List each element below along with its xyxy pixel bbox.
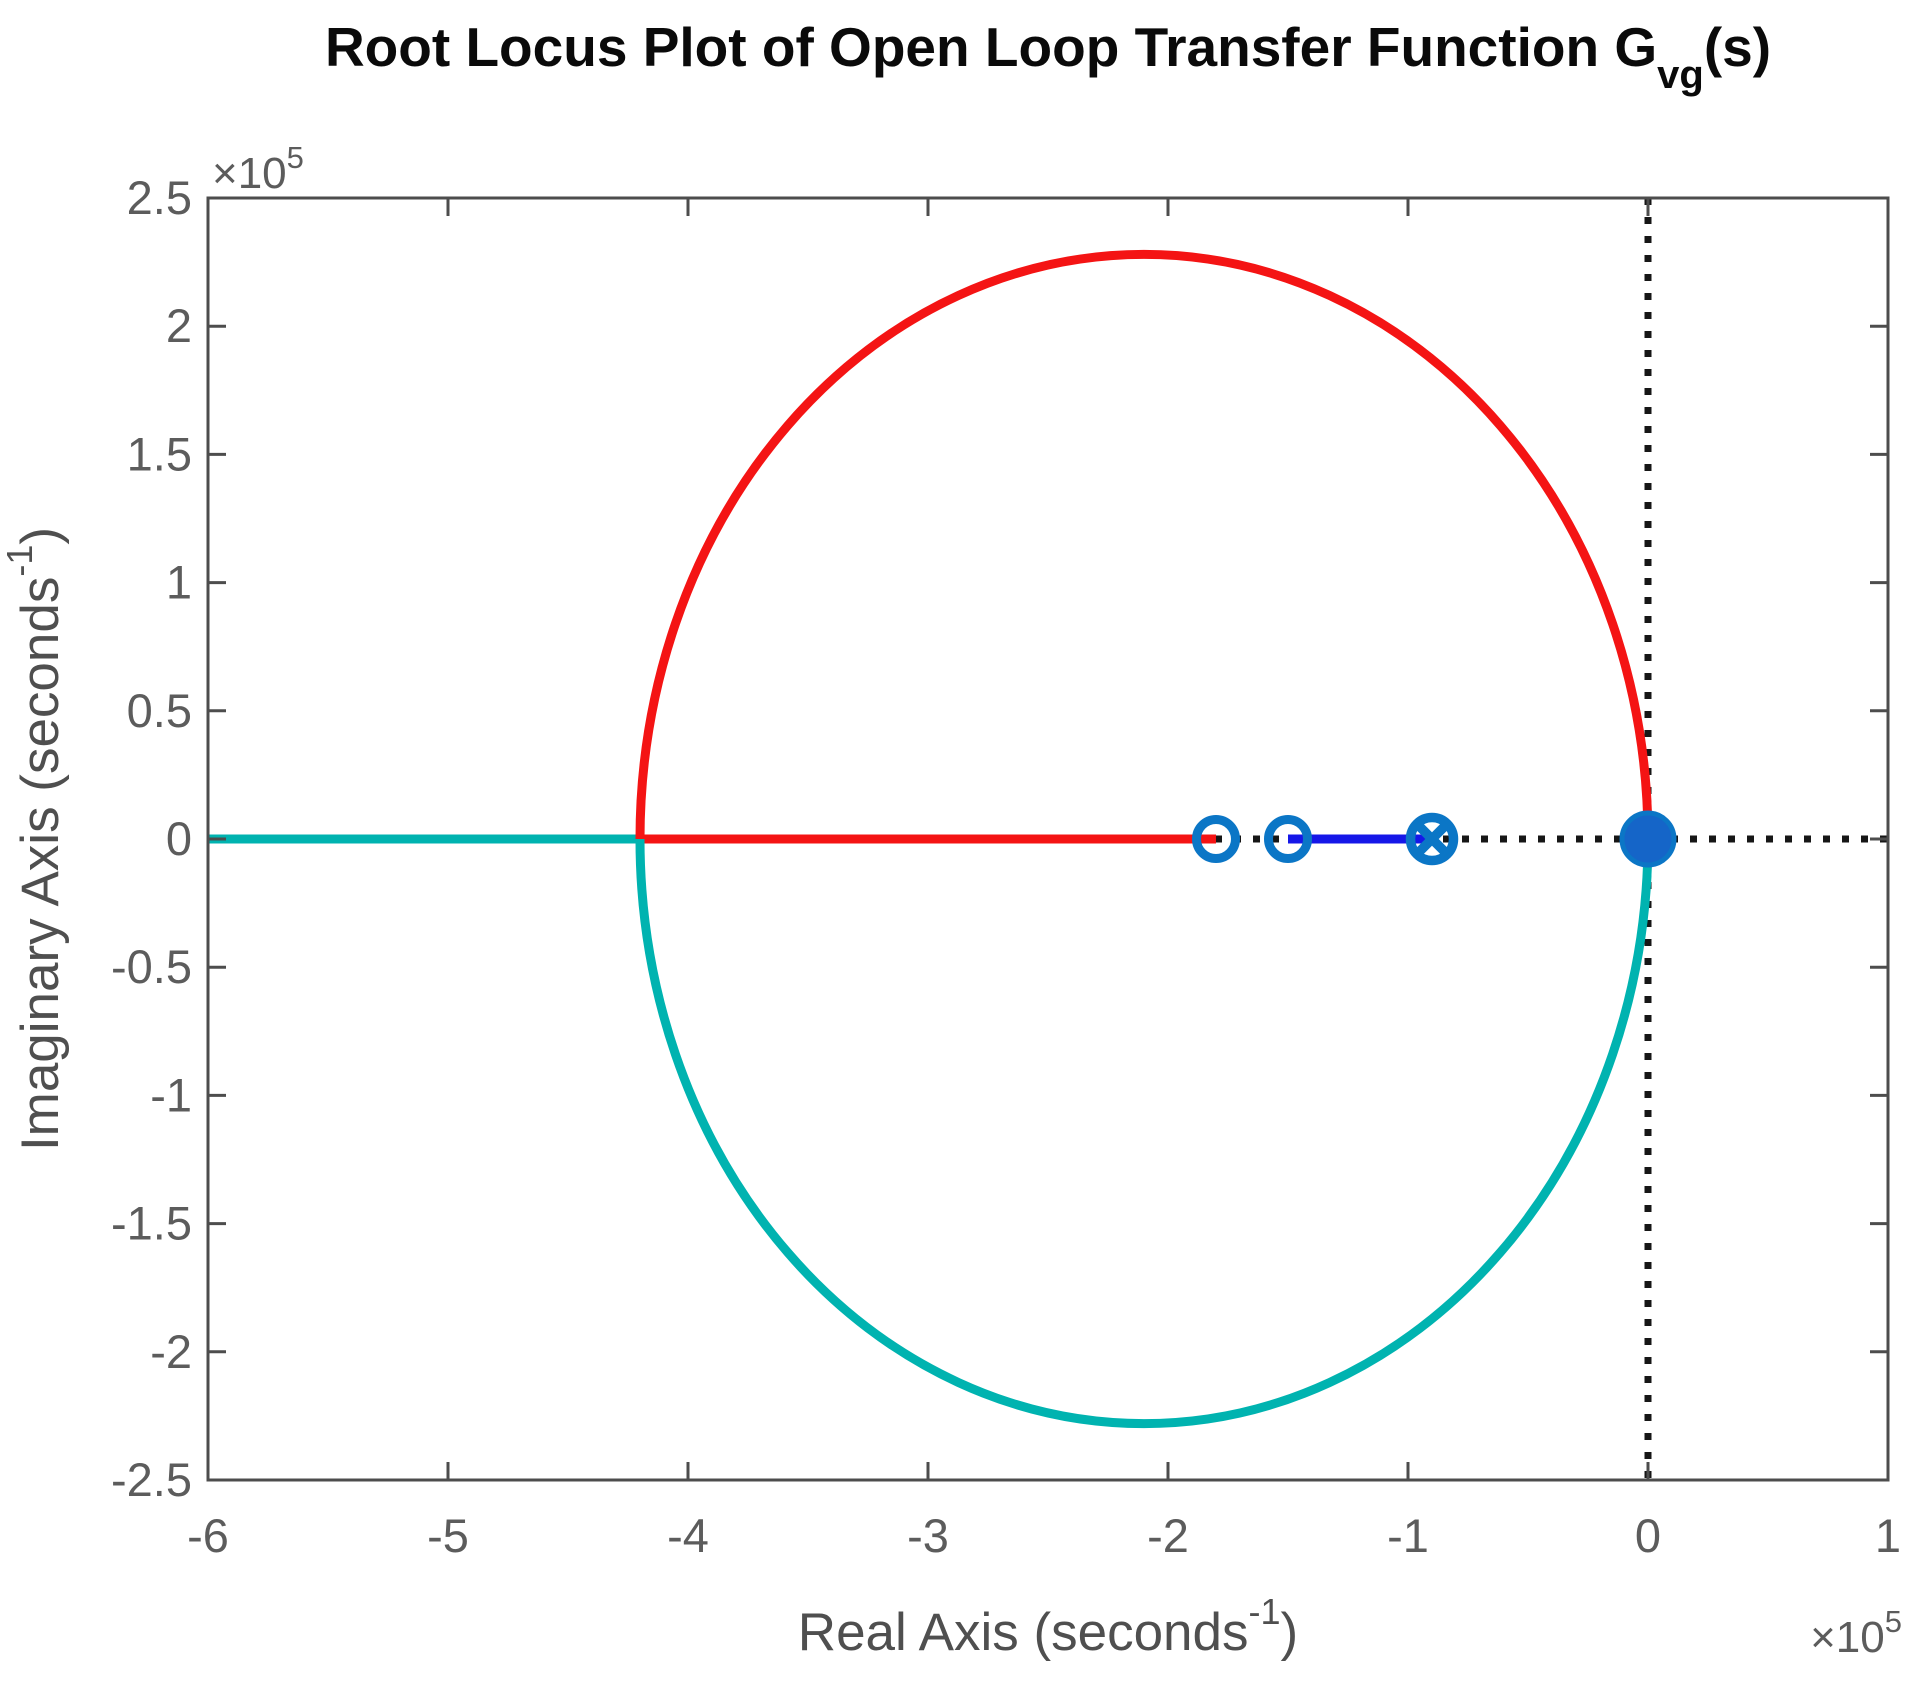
x-tick-label: 0 <box>1635 1509 1661 1562</box>
upper-loop-branch <box>635 249 1653 840</box>
x-tick-label: 1 <box>1875 1509 1901 1562</box>
pole-zero-overlap-marker <box>1405 812 1459 866</box>
x-tick-label: -6 <box>187 1509 229 1562</box>
y-tick-label: -2 <box>150 1325 192 1378</box>
x-tick-label: -5 <box>427 1509 469 1562</box>
y-tick-label: -2.5 <box>111 1453 192 1506</box>
x-tick-label: -1 <box>1387 1509 1429 1562</box>
pole-x-glyph <box>1413 820 1451 858</box>
y-tick-label: 1.5 <box>127 427 192 480</box>
y-tick-label: -1.5 <box>111 1197 192 1250</box>
x-axis-exponent-label: ×105 <box>1810 1604 1902 1662</box>
lower-loop-branch <box>635 838 1653 1429</box>
y-tick-label: -1 <box>150 1068 192 1121</box>
y-tick-label: 1 <box>166 556 192 609</box>
y-tick-label: -0.5 <box>111 940 192 993</box>
y-tick-label: 2.5 <box>127 171 192 224</box>
x-tick-label: -4 <box>667 1509 709 1562</box>
origin-pole-zero-cluster-marker <box>1619 810 1677 868</box>
axis-text: -6 -5 -4 -3 -2 -1 0 1 -2.5 -2 -1.5 -1 -0.5 0 0.5 1 1.5 2 2… <box>0 16 1902 1662</box>
y-axis-label: Imaginary Axis (seconds-1) <box>0 527 70 1151</box>
x-tick-label: -3 <box>907 1509 949 1562</box>
locus-branches <box>208 249 1653 1429</box>
y-tick-label: 2 <box>166 299 192 352</box>
x-tick-label: -2 <box>1147 1509 1189 1562</box>
pole-zero-markers <box>1192 810 1677 868</box>
y-tick-label: 0 <box>166 812 192 865</box>
y-axis-exponent-label: ×105 <box>212 140 304 198</box>
x-axis-label: Real Axis (seconds-1) <box>798 1591 1298 1662</box>
zero-marker <box>1264 815 1312 863</box>
axes-box-and-ticks <box>206 196 1890 1482</box>
chart-title: Root Locus Plot of Open Loop Transfer Fu… <box>325 16 1771 97</box>
zero-circle-glyph <box>1405 812 1459 866</box>
y-tick-label: 0.5 <box>127 684 192 737</box>
zero-marker <box>1192 815 1240 863</box>
